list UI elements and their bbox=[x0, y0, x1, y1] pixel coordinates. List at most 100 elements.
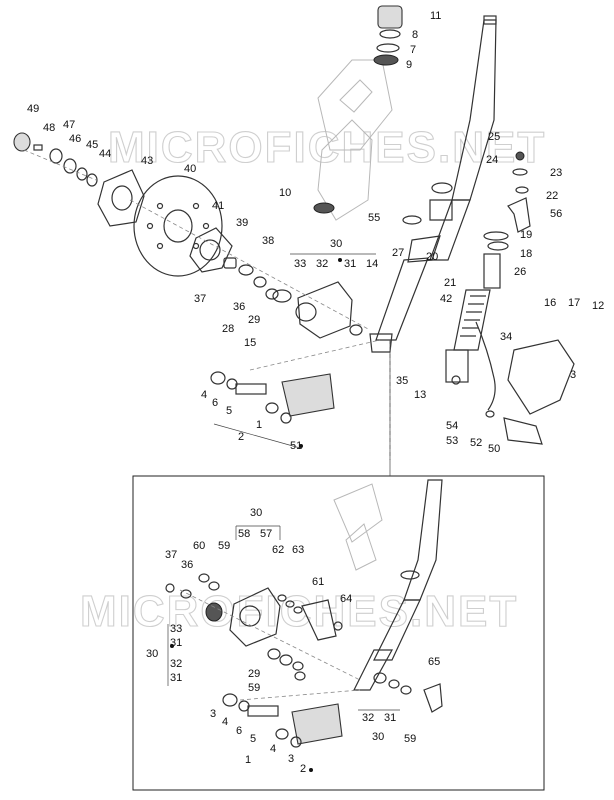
callout-label: 7 bbox=[410, 44, 416, 56]
callout-label: 56 bbox=[550, 208, 562, 220]
callout-label: 9 bbox=[406, 59, 412, 71]
callout-label: 13 bbox=[414, 389, 426, 401]
callout-label: 3 bbox=[210, 708, 216, 720]
callout-label: 33 bbox=[170, 623, 182, 635]
callout-label: 17 bbox=[568, 297, 580, 309]
callout-label: 4 bbox=[270, 743, 276, 755]
callout-label: 36 bbox=[181, 559, 193, 571]
callout-label: 30 bbox=[330, 238, 342, 250]
callout-label: 63 bbox=[292, 544, 304, 556]
inset-bracket-65 bbox=[423, 683, 443, 713]
callout-label: 26 bbox=[514, 266, 526, 278]
frame-outline bbox=[317, 59, 393, 221]
callout-label: 5 bbox=[250, 733, 256, 745]
callout-label: 52 bbox=[470, 437, 482, 449]
callout-label: 5 bbox=[226, 405, 232, 417]
marker-dot bbox=[338, 258, 342, 262]
watermark-top: MICROFICHES.NET bbox=[108, 123, 546, 172]
callout-label: 61 bbox=[312, 576, 324, 588]
callouts-inset: 30 58 57 37 60 59 36 62 63 61 64 33 31 3… bbox=[146, 507, 440, 775]
callout-label: 30 bbox=[146, 648, 158, 660]
callout-label: 36 bbox=[233, 301, 245, 313]
callout-label: 48 bbox=[43, 122, 55, 134]
callout-label: 11 bbox=[430, 10, 441, 22]
callout-label: 18 bbox=[520, 248, 532, 260]
bushing-parts bbox=[223, 257, 279, 300]
callout-label: 30 bbox=[372, 731, 384, 743]
callout-label: 39 bbox=[236, 217, 248, 229]
callouts-upper: 11 8 7 9 49 48 47 46 45 44 43 40 25 24 2… bbox=[27, 10, 604, 455]
callout-brackets bbox=[167, 253, 400, 711]
marker-dot bbox=[299, 444, 303, 448]
top-mount-bracket bbox=[507, 151, 531, 233]
callout-label: 16 bbox=[544, 297, 556, 309]
callout-label: 32 bbox=[316, 258, 328, 270]
callout-label: 10 bbox=[279, 187, 291, 199]
callout-label: 38 bbox=[262, 235, 274, 247]
callout-label: 14 bbox=[366, 258, 378, 270]
callout-label: 44 bbox=[99, 148, 111, 160]
callout-label: 24 bbox=[486, 154, 498, 166]
callout-label: 28 bbox=[222, 323, 234, 335]
callout-label: 32 bbox=[362, 712, 374, 724]
mudguard-and-cable bbox=[475, 321, 575, 445]
callout-label: 59 bbox=[404, 733, 416, 745]
detail-inset-box bbox=[132, 475, 545, 791]
callout-label: 1 bbox=[256, 419, 262, 431]
callout-label: 30 bbox=[250, 507, 262, 519]
callout-label: 37 bbox=[165, 549, 177, 561]
washer-part bbox=[313, 202, 335, 214]
callout-label: 53 bbox=[446, 435, 458, 447]
brake-disc bbox=[133, 175, 223, 277]
callout-label: 12 bbox=[592, 300, 604, 312]
callout-label: 62 bbox=[272, 544, 284, 556]
callout-label: 35 bbox=[396, 375, 408, 387]
callout-label: 19 bbox=[520, 229, 532, 241]
callout-label: 64 bbox=[340, 593, 352, 605]
callout-label: 29 bbox=[248, 668, 260, 680]
callout-label: 50 bbox=[488, 443, 500, 455]
callout-label: 3 bbox=[570, 369, 576, 381]
callout-label: 31 bbox=[170, 672, 182, 684]
callout-label: 32 bbox=[170, 658, 182, 670]
callout-label: 31 bbox=[344, 258, 356, 270]
callout-label: 15 bbox=[244, 337, 256, 349]
inset-dashed-lines bbox=[179, 589, 361, 701]
callout-label: 4 bbox=[222, 716, 228, 728]
callout-label: 46 bbox=[69, 133, 81, 145]
shock-absorber bbox=[445, 231, 509, 385]
callout-label: 47 bbox=[63, 119, 75, 131]
callout-label: 20 bbox=[426, 251, 438, 263]
top-bearing-parts bbox=[373, 5, 403, 66]
assembly-dashed-lines bbox=[23, 149, 391, 460]
callout-label: 6 bbox=[236, 725, 242, 737]
axle-bearing-stack bbox=[13, 132, 98, 187]
inset-frame-outline bbox=[333, 483, 383, 571]
watermark-bottom: MICROFICHES.NET bbox=[80, 587, 518, 636]
callout-label: 60 bbox=[193, 540, 205, 552]
callout-label: 23 bbox=[550, 167, 562, 179]
caliper-bracket bbox=[189, 227, 233, 273]
callout-label: 45 bbox=[86, 139, 98, 151]
marker-dot bbox=[170, 644, 174, 648]
inset-swing-arm bbox=[205, 587, 281, 647]
callout-label: 33 bbox=[294, 258, 306, 270]
callout-label: 43 bbox=[141, 155, 153, 167]
callout-label: 22 bbox=[546, 190, 558, 202]
inset-lower-link-arm bbox=[222, 693, 343, 748]
callout-label: 34 bbox=[500, 331, 512, 343]
inset-small-parts bbox=[165, 573, 412, 695]
callout-label: 4 bbox=[201, 389, 207, 401]
callout-label: 55 bbox=[368, 212, 380, 224]
callout-label: 42 bbox=[440, 293, 452, 305]
marker-dot bbox=[309, 768, 313, 772]
callout-label: 49 bbox=[27, 103, 39, 115]
callout-label: 2 bbox=[238, 431, 244, 443]
callout-label: 51 bbox=[290, 440, 302, 452]
callout-label: 59 bbox=[218, 540, 230, 552]
callout-label: 37 bbox=[194, 293, 206, 305]
callout-label: 31 bbox=[384, 712, 396, 724]
callout-label: 2 bbox=[300, 763, 306, 775]
inset-fork-tube bbox=[353, 479, 443, 691]
